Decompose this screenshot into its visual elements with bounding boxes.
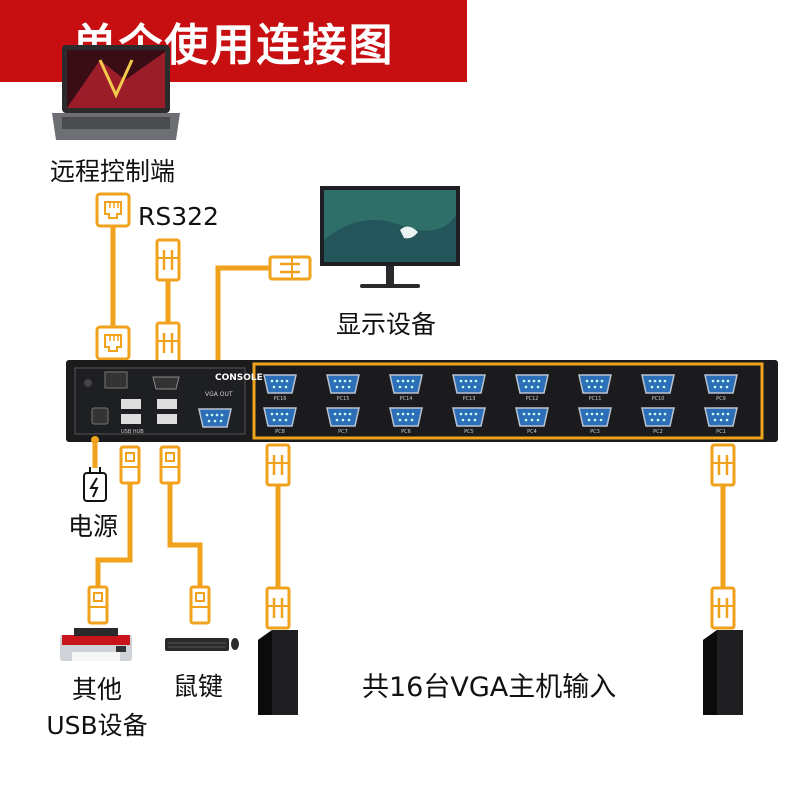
top-port-pc14: [389, 374, 423, 394]
vga-plug-host2-top-icon: [710, 443, 736, 487]
serial-label: RS322: [138, 202, 219, 231]
top-port-label: PC15: [337, 396, 350, 402]
bottom-port-pc7: [326, 407, 360, 427]
bottom-port-pc8: [263, 407, 297, 427]
laptop-icon: [52, 45, 180, 140]
kvm-switch: CONSOLE VGA OUT USB HUB PC16 PC15 PC14 PC13…: [66, 360, 778, 442]
usb-device-label: 其他 USB设备: [46, 675, 148, 740]
bottom-port-pc5: [452, 407, 486, 427]
rj45-device-icon: [95, 325, 131, 361]
usb-hub-label: USB HUB: [121, 429, 144, 435]
vga-out-label: VGA OUT: [205, 391, 233, 398]
pc-tower-icon: [258, 630, 298, 715]
bottom-port-label: PC1: [716, 429, 726, 435]
bottom-port-label: PC5: [464, 429, 474, 435]
vga-plug-host1-bottom-icon: [265, 586, 291, 630]
bottom-port-label: PC2: [653, 429, 663, 435]
top-port-pc10: [641, 374, 675, 394]
console-label: CONSOLE: [215, 373, 263, 383]
top-port-label: PC12: [526, 396, 539, 402]
hosts-label: 共16台VGA主机输入: [362, 672, 617, 703]
keyboard-mouse-label: 鼠键: [173, 672, 224, 701]
display-label: 显示设备: [336, 310, 437, 339]
rj45-remote-icon: [95, 192, 131, 228]
bottom-port-label: PC6: [401, 429, 411, 435]
usb-plug-printer-icon: [87, 585, 109, 625]
remote-label: 远程控制端: [50, 157, 176, 186]
top-port-pc12: [515, 374, 549, 394]
serial-plug-top-icon: [155, 238, 181, 282]
bottom-port-pc2: [641, 407, 675, 427]
bottom-port-label: PC7: [338, 429, 348, 435]
mouse-icon: [231, 638, 239, 650]
top-port-pc11: [578, 374, 612, 394]
power-label: 电源: [68, 512, 119, 541]
pc-tower-icon: [703, 630, 743, 715]
top-port-label: PC14: [400, 396, 413, 402]
top-port-pc15: [326, 374, 360, 394]
bottom-port-label: PC3: [590, 429, 600, 435]
vga-plug-host1-top-icon: [265, 443, 291, 487]
top-port-label: PC10: [652, 396, 665, 402]
monitor-icon: [320, 186, 460, 288]
ports-bottom: PC8 PC7 PC6 PC5 PC4 PC3 PC2 PC1: [263, 407, 738, 435]
top-port-pc9: [704, 374, 738, 394]
vga-plug-monitor-icon: [268, 255, 312, 281]
top-port-label: PC16: [274, 396, 287, 402]
bottom-port-label: PC4: [527, 429, 537, 435]
bottom-port-pc6: [389, 407, 423, 427]
vga-plug-host2-bottom-icon: [710, 586, 736, 630]
keyboard-icon: [165, 638, 229, 651]
usb-plug-keyboard-top-icon: [159, 445, 181, 485]
printer-icon: [60, 628, 132, 661]
usb-plug-hub-top-icon: [119, 445, 141, 485]
power-adapter-icon: [83, 467, 107, 502]
top-port-label: PC9: [716, 396, 726, 402]
top-port-pc16: [263, 374, 297, 394]
serial-plug-bottom-icon: [155, 321, 181, 365]
bottom-port-pc1: [704, 407, 738, 427]
ports-top: PC16 PC15 PC14 PC13 PC12 PC11 PC10 PC9: [263, 374, 738, 402]
usb-plug-keyboard-icon: [189, 585, 211, 625]
bottom-port-pc3: [578, 407, 612, 427]
bottom-port-pc4: [515, 407, 549, 427]
top-port-pc13: [452, 374, 486, 394]
bottom-port-label: PC8: [275, 429, 285, 435]
top-port-label: PC11: [589, 396, 602, 402]
top-port-label: PC13: [463, 396, 476, 402]
